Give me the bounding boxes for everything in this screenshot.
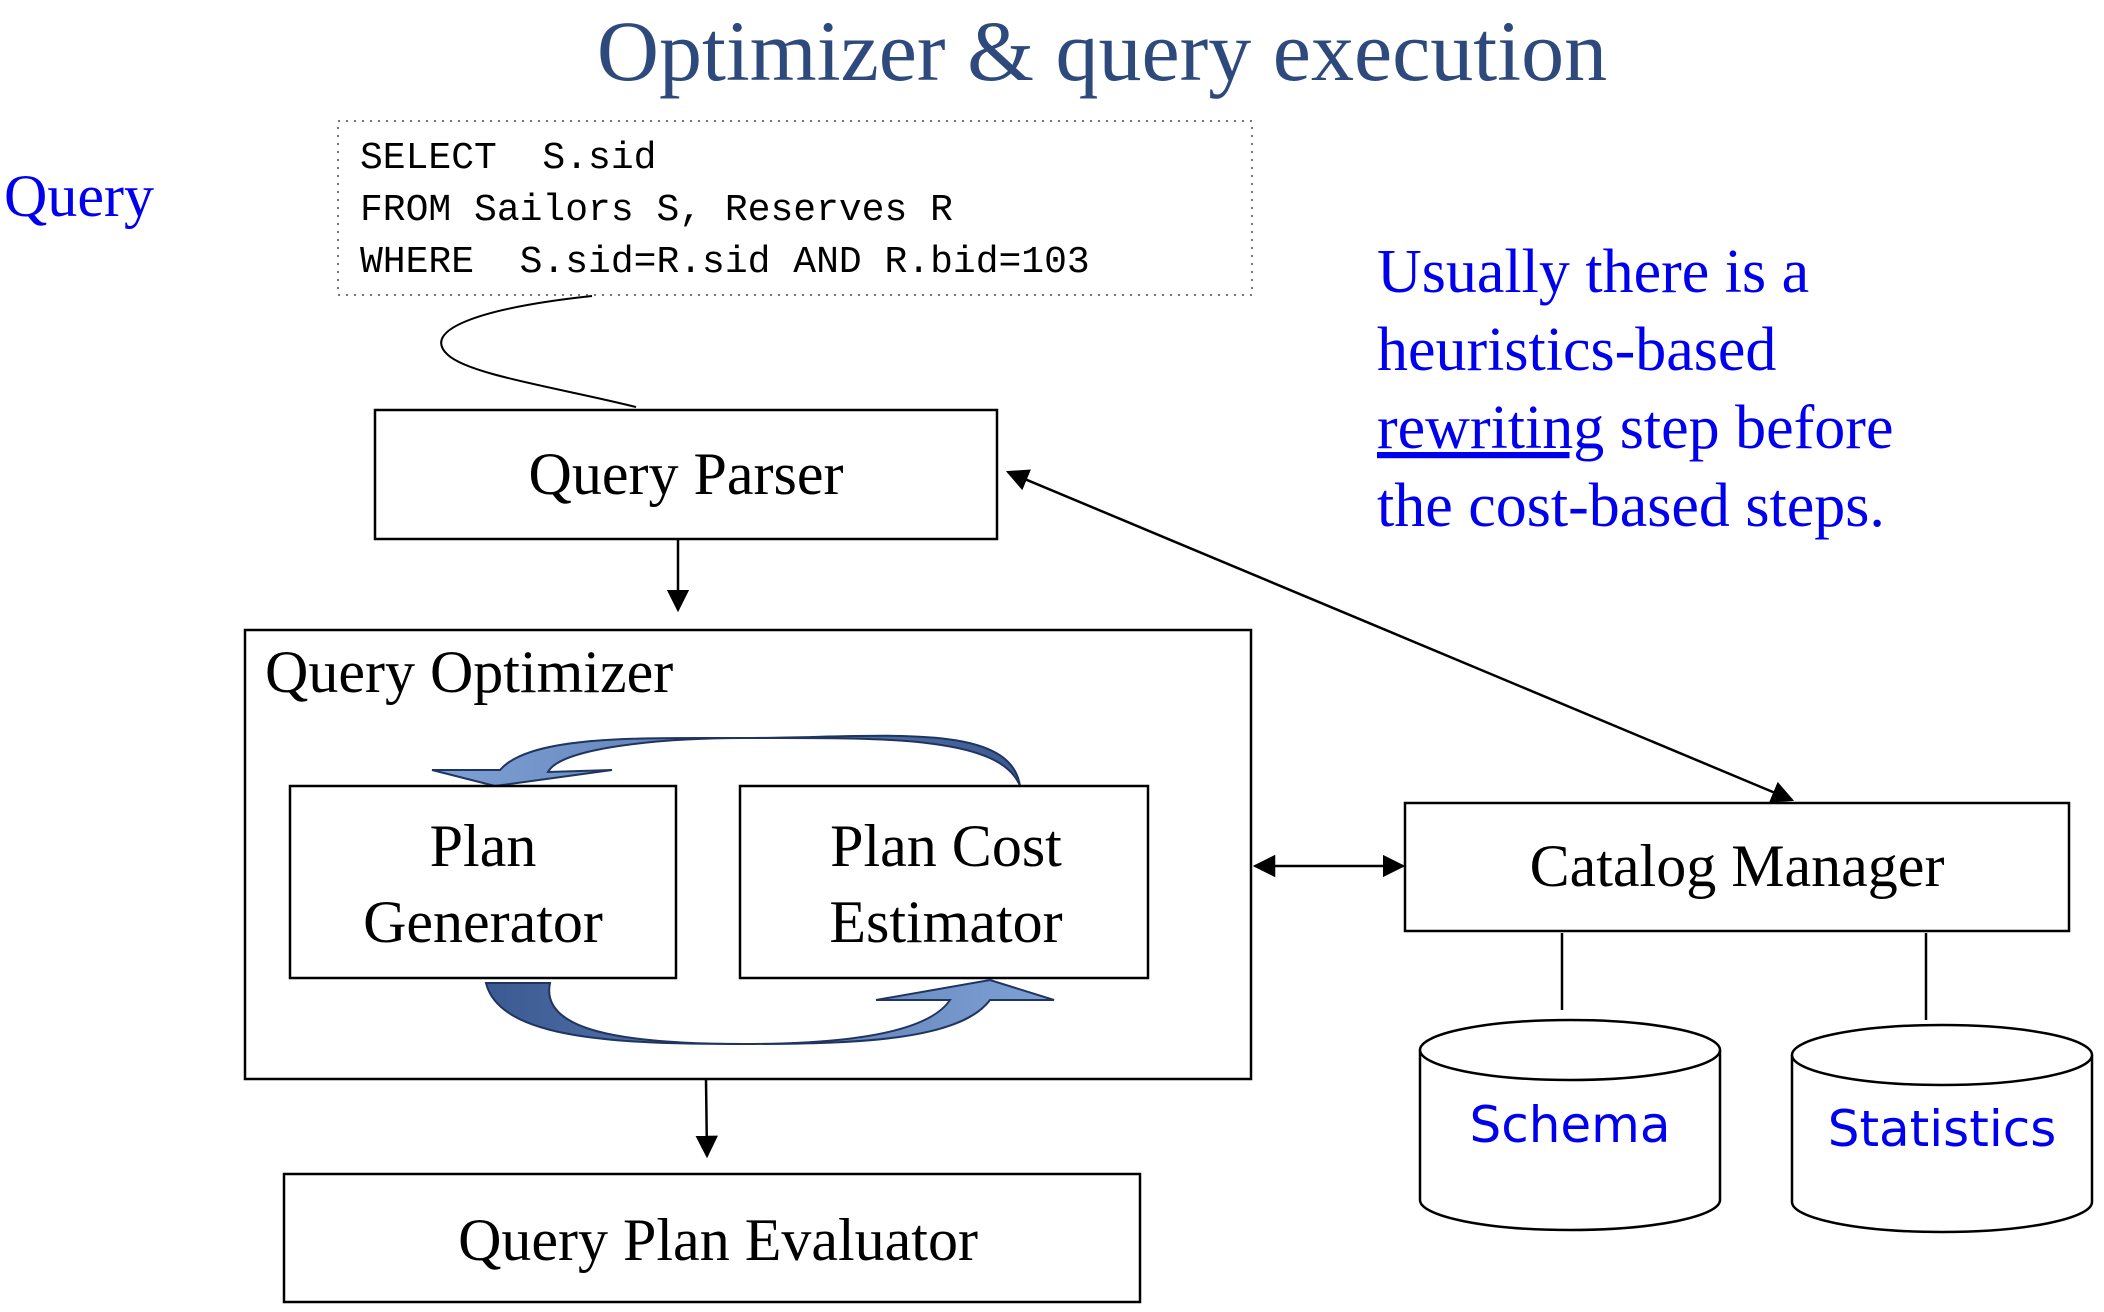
catalog-manager-label: Catalog Manager xyxy=(1530,833,1945,899)
note-line-4: the cost-based steps. xyxy=(1377,472,1885,540)
schema-store: Schema xyxy=(1418,1018,1722,1232)
optimizer-to-evaluator-arrow xyxy=(695,1079,718,1159)
query-plan-evaluator-node: Query Plan Evaluator xyxy=(282,1172,1142,1304)
loop-arrow-bottom xyxy=(484,978,1055,1046)
note-line-3: rewriting step before xyxy=(1377,394,1893,462)
plan-generator-label-1: Plan xyxy=(430,813,537,879)
note-line-1: Usually there is a xyxy=(1377,238,1809,306)
schema-label: Schema xyxy=(1469,1096,1670,1154)
query-optimizer-label: Query Optimizer xyxy=(265,639,673,705)
plan-cost-estimator-label-1: Plan Cost xyxy=(830,813,1062,879)
plan-cost-estimator-label-2: Estimator xyxy=(829,889,1062,955)
catalog-manager-node: Catalog Manager xyxy=(1403,801,2071,933)
statistics-store: Statistics xyxy=(1790,1023,2094,1234)
sql-line-2: FROM Sailors S, Reserves R xyxy=(360,189,953,232)
plan-cost-estimator-node: Plan Cost Estimator xyxy=(738,784,1150,980)
sql-to-parser-connector xyxy=(440,295,637,408)
statistics-label: Statistics xyxy=(1828,1100,2057,1158)
sql-line-1: SELECT S.sid xyxy=(360,137,656,180)
rewriting-link[interactable]: rewriting xyxy=(1377,394,1604,462)
note-line-2: heuristics-based xyxy=(1377,316,1776,384)
query-parser-node: Query Parser xyxy=(373,408,999,541)
loop-arrow-top xyxy=(431,734,1021,788)
sql-line-3: WHERE S.sid=R.sid AND R.bid=103 xyxy=(360,241,1090,284)
query-parser-label: Query Parser xyxy=(529,441,844,507)
sql-box xyxy=(337,120,1253,296)
query-plan-evaluator-label: Query Plan Evaluator xyxy=(458,1207,978,1273)
plan-generator-node: Plan Generator xyxy=(288,784,678,980)
query-label: Query xyxy=(4,163,154,229)
plan-generator-label-2: Generator xyxy=(363,889,603,955)
slide-title: Optimizer & query execution xyxy=(597,3,1607,99)
note-line-3-rest: step before xyxy=(1604,394,1893,462)
parser-catalog-arrow xyxy=(1005,469,1795,803)
